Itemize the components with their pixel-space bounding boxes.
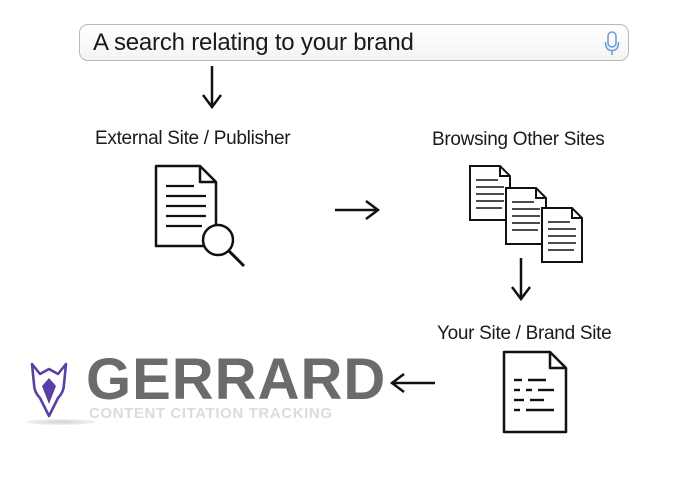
brand-tagline: CONTENT CITATION TRACKING	[89, 405, 333, 422]
arrow-left	[389, 373, 435, 393]
gerrard-logo-icon	[30, 362, 68, 418]
arrow-down-1	[202, 66, 222, 110]
stage-label-external: External Site / Publisher	[95, 128, 291, 149]
search-text: A search relating to your brand	[93, 29, 414, 56]
logo-shadow	[26, 419, 96, 425]
arrow-down-2	[511, 258, 531, 302]
arrow-right	[335, 200, 381, 220]
microphone-icon[interactable]	[603, 31, 621, 57]
multiple-documents-icon	[469, 165, 583, 263]
stage-label-your-site: Your Site / Brand Site	[437, 323, 612, 344]
search-bar[interactable]: A search relating to your brand	[79, 24, 629, 61]
stage-label-browsing: Browsing Other Sites	[432, 129, 605, 150]
document-search-icon	[154, 164, 246, 268]
brand-name: GERRARD	[86, 347, 387, 412]
brand-document-icon	[502, 350, 568, 434]
